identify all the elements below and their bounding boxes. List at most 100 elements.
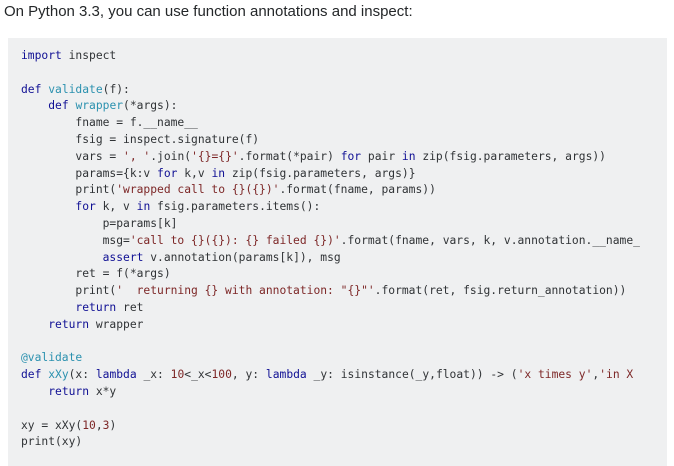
code-token: ) xyxy=(109,418,117,432)
code-token: 100 xyxy=(211,368,232,382)
code-token: lambda xyxy=(265,368,307,382)
code-line: xy = xXy(10,3) xyxy=(21,418,640,435)
code-token: ret = f(*args) xyxy=(21,267,171,281)
code-line: print(' returning {} with annotation: "{… xyxy=(21,283,640,300)
code-token: params={k:v xyxy=(21,166,158,180)
code-token: in xyxy=(211,166,226,180)
code-token xyxy=(21,318,48,331)
code-token: xXy xyxy=(48,368,69,382)
code-token: , xyxy=(95,418,103,432)
code-token: for xyxy=(157,166,178,180)
code-token: pair xyxy=(361,149,402,163)
code-token: def xyxy=(48,99,69,113)
code-token: def xyxy=(21,368,42,382)
code-token: '{}={}' xyxy=(191,149,239,163)
code-token: 10 xyxy=(82,418,96,432)
code-line: return ret xyxy=(21,300,640,317)
code-token: return xyxy=(75,300,117,314)
code-token: 10 xyxy=(170,368,185,382)
code-line: print('wrapped call to {}({})'.format(fn… xyxy=(21,182,640,199)
code-token: _y: isinstance(_y,float)) -> ( xyxy=(306,368,518,382)
code-token: for xyxy=(340,149,362,163)
code-token: .join( xyxy=(150,149,192,163)
code-token: in xyxy=(136,200,151,214)
code-token: k,v xyxy=(177,166,212,180)
code-token: msg= xyxy=(21,233,130,247)
code-block[interactable]: import inspect def validate(f): def wrap… xyxy=(8,38,667,466)
code-line: @validate xyxy=(21,350,640,367)
code-line: print(xy) xyxy=(21,434,640,451)
code-line: p=params[k] xyxy=(21,216,640,233)
code-token: p=params[k] xyxy=(21,216,178,230)
code-line: ret = f(*args) xyxy=(21,266,640,283)
code-token xyxy=(21,200,75,213)
code-token: k, v xyxy=(95,200,137,214)
code-line: assert v.annotation(params[k]), msg xyxy=(21,250,640,267)
code-token: 'call to {}({}): {} failed {})' xyxy=(129,233,341,247)
code-token: assert xyxy=(102,250,144,264)
code-token: ', ' xyxy=(123,149,151,163)
code-token: 'in X xyxy=(599,368,634,382)
code-token: @validate xyxy=(21,351,83,365)
code-token: <_x< xyxy=(184,368,212,382)
code-token: x*y xyxy=(89,384,117,398)
intro-text: On Python 3.3, you can use function anno… xyxy=(4,3,413,20)
code-token: def xyxy=(21,82,42,96)
code-token: xy = xXy( xyxy=(21,418,83,432)
code-token: vars = xyxy=(21,149,124,163)
code-listing: import inspect def validate(f): def wrap… xyxy=(21,48,640,451)
code-token: v.annotation(params[k]), msg xyxy=(143,250,341,264)
code-token xyxy=(21,99,48,112)
code-token: print( xyxy=(21,183,117,197)
code-token: 3 xyxy=(102,418,110,432)
code-token: for xyxy=(75,200,96,214)
code-token: _x: xyxy=(136,368,171,382)
code-token: , y: xyxy=(231,368,266,382)
code-line: def xXy(x: lambda _x: 10<_x<100, y: lamb… xyxy=(21,367,640,384)
code-token: lambda xyxy=(95,368,137,382)
code-token: zip(fsig.parameters, args)} xyxy=(225,166,416,180)
code-line: return wrapper xyxy=(21,317,640,334)
code-token: 'x times y' xyxy=(517,368,593,382)
code-line: import inspect xyxy=(21,48,640,65)
code-token xyxy=(21,385,48,398)
code-token: .format(ret, fsig.return_annotation)) xyxy=(374,284,627,298)
code-token: return xyxy=(48,384,90,398)
code-token: wrapper xyxy=(89,317,144,331)
code-token: (x: xyxy=(68,368,96,382)
code-line: return x*y xyxy=(21,384,640,401)
code-line xyxy=(21,401,640,418)
code-token: fsig = inspect.signature(f) xyxy=(21,132,260,146)
code-token: ' returning {} with annotation: "{}"' xyxy=(116,284,375,298)
code-token: ret xyxy=(116,300,144,314)
code-line: fsig = inspect.signature(f) xyxy=(21,132,640,149)
code-token: .format(fname, params)) xyxy=(279,183,436,197)
code-token: zip(fsig.parameters, args)) xyxy=(415,149,606,163)
code-token: import xyxy=(21,49,62,62)
code-token: , xyxy=(592,368,600,382)
code-line: for k, v in fsig.parameters.items(): xyxy=(21,199,640,216)
code-token: print(xy) xyxy=(21,435,83,449)
code-token: return xyxy=(48,317,90,331)
code-line: def wrapper(*args): xyxy=(21,98,640,115)
code-token xyxy=(21,251,103,264)
code-token: validate xyxy=(48,82,103,96)
code-line xyxy=(21,65,640,82)
code-line: msg='call to {}({}): {} failed {})'.form… xyxy=(21,233,640,250)
code-token: inspect xyxy=(61,49,117,62)
code-token: fsig.parameters.items(): xyxy=(150,200,321,214)
code-token: wrapper xyxy=(75,99,124,113)
code-token: (f): xyxy=(102,82,130,96)
code-line: def validate(f): xyxy=(21,82,640,99)
code-token: in xyxy=(401,149,416,163)
code-token: (*args): xyxy=(123,99,178,113)
code-line: vars = ', '.join('{}={}'.format(*pair) f… xyxy=(21,149,640,166)
code-token xyxy=(21,301,75,314)
code-line: fname = f.__name__ xyxy=(21,115,640,132)
code-token: 'wrapped call to {}({})' xyxy=(116,183,280,197)
code-token: .format(*pair) xyxy=(238,149,341,163)
code-token: fname = f.__name__ xyxy=(21,116,198,130)
code-token: print( xyxy=(21,284,117,298)
code-token: .format(fname, vars, k, v.annotation.__n… xyxy=(340,233,640,247)
code-line xyxy=(21,334,640,351)
